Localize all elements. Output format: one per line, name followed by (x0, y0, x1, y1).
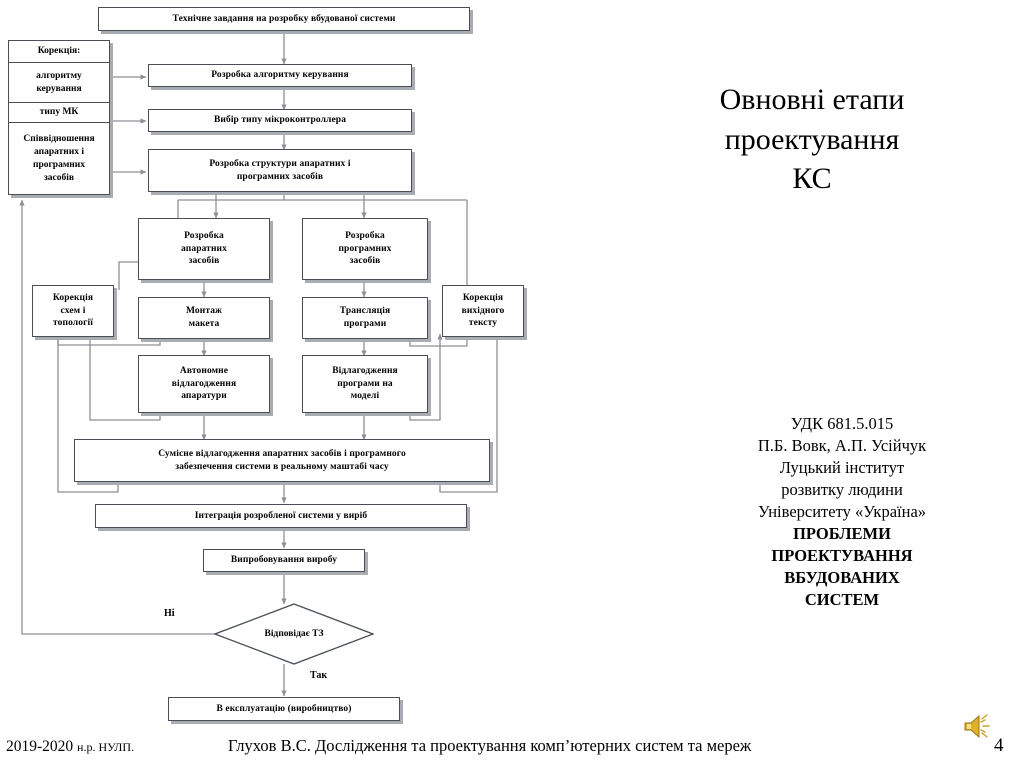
node-mcu-type-selection: Вибір типу мікроконтроллера (148, 109, 412, 132)
node-label: Корекція (462, 292, 504, 303)
node-correction-source-text: Корекція вихідного тексту (442, 285, 524, 337)
attribution-topic-3: ВБУДОВАНИХ (784, 567, 900, 587)
correction-item-line: керування (36, 83, 82, 94)
node-label: макета (188, 319, 220, 329)
slide-title-line-1: Овновні етапи (719, 83, 905, 116)
node-production-deployment: В експлуатацію (виробництво) (168, 697, 400, 721)
node-prototype-assembly: Монтаж макета (138, 297, 270, 339)
node-label: Трансляція (339, 306, 391, 317)
slide-title: Овновні етапи проектування КС (612, 80, 1012, 199)
node-correction-schematics-topology: Корекція схем і топології (32, 285, 114, 337)
node-hardware-development: Розробка апаратних засобів (138, 218, 270, 280)
node-label: Розробка (184, 230, 224, 241)
correction-stack-item-hw-sw-ratio: Співвідношення апаратних і програмних за… (9, 123, 109, 195)
node-label: Випробовування виробу (230, 555, 338, 566)
node-label: Розробка структури апаратних і (209, 158, 351, 169)
correction-item-line: засобів (43, 172, 75, 183)
correction-stack-header: Корекція: (9, 41, 109, 63)
node-label: забезпечення системи в реальному маштабі… (175, 461, 389, 472)
attribution-institute: Луцький інститут (779, 457, 905, 477)
node-label: топології (53, 318, 93, 329)
attribution-udk: УДК 681.5.015 (790, 414, 894, 433)
node-label: моделі (350, 391, 380, 402)
node-label: Монтаж (185, 306, 223, 317)
node-label: вихідного (461, 305, 505, 316)
attribution-university: Університету «Україна» (757, 501, 927, 521)
attribution-block: УДК 681.5.015 П.Б. Вовк, А.П. Усійчук Лу… (672, 413, 1012, 610)
attribution-topic-4: СИСТЕМ (804, 589, 880, 609)
node-label: відлагодження (171, 378, 237, 389)
edge-label-no: Ні (164, 608, 175, 619)
correction-stack: Корекція: алгоритму керування типу МК Сп… (8, 40, 110, 195)
correction-item-line: апаратних і (33, 147, 84, 158)
flowchart-diagram: Корекція: алгоритму керування типу МК Сп… (0, 0, 530, 740)
node-software-development: Розробка програмних засобів (302, 218, 428, 280)
page-number: 4 (994, 735, 1004, 756)
attribution-authors: П.Б. Вовк, А.П. Усійчук (757, 435, 927, 455)
correction-item-line: програмних (32, 160, 85, 170)
decision-label: Відповідає ТЗ (264, 629, 324, 639)
node-label: апаратури (181, 391, 227, 402)
node-hw-sw-structure-development: Розробка структури апаратних і програмни… (148, 149, 412, 192)
footer-course-title: Глухов В.С. Дослідження та проектування … (228, 736, 752, 755)
node-label: Вибір типу мікроконтроллера (213, 115, 347, 126)
node-standalone-hardware-debugging: Автономне відлагодження апаратури (138, 355, 270, 413)
node-label: Інтеграція розробленої системи у виріб (194, 510, 368, 521)
footer-left: 2019-2020 н.р. НУЛП. (6, 738, 134, 756)
footer-institution: н.р. НУЛП. (77, 740, 135, 754)
node-label: програми на (337, 378, 393, 389)
node-system-integration: Інтеграція розробленої системи у виріб (95, 504, 467, 528)
correction-stack-item-algorithm: алгоритму керування (9, 63, 109, 103)
node-label: Розробка алгоритму керування (211, 70, 349, 81)
node-label: Відлагодження (332, 365, 398, 376)
attribution-topic-2: ПРОЕКТУВАННЯ (771, 545, 913, 565)
footer-academic-year: 2019-2020 (6, 738, 74, 755)
node-label: апаратних (181, 243, 227, 254)
correction-item-line: алгоритму (36, 70, 82, 81)
node-technical-specification: Технічне завдання на розробку вбудованої… (98, 7, 470, 31)
correction-item-line: Співвідношення (23, 134, 95, 145)
node-control-algorithm-development: Розробка алгоритму керування (148, 64, 412, 87)
node-label: засобів (188, 256, 220, 267)
speaker-icon[interactable] (962, 712, 994, 742)
edge-label-yes: Так (310, 670, 328, 681)
attribution-topic-1: ПРОБЛЕМИ (793, 523, 891, 543)
correction-item-line: типу МК (39, 107, 79, 118)
node-label: Сумісне відлагодження апаратних засобів … (158, 448, 406, 459)
node-label: програмних засобів (236, 171, 324, 182)
slide-title-line-3: КС (792, 162, 832, 196)
node-label: В експлуатацію (виробництво) (216, 703, 352, 714)
attribution-institute-2: розвитку людини (781, 479, 903, 499)
node-label: програмних (338, 243, 392, 254)
diamond-shape (214, 603, 374, 665)
decision-meets-specification: Відповідає ТЗ (214, 603, 374, 665)
correction-stack-item-mcu-type: типу МК (9, 103, 109, 123)
node-label: Автономне (179, 365, 229, 376)
node-joint-realtime-debugging: Сумісне відлагодження апаратних засобів … (74, 439, 490, 482)
node-label: Корекція (52, 292, 94, 303)
node-program-translation: Трансляція програми (302, 297, 428, 339)
correction-stack-header-label: Корекція: (37, 46, 81, 57)
node-label: програми (343, 319, 387, 329)
node-label: засобів (349, 256, 381, 267)
node-label: тексту (468, 318, 498, 329)
slide-title-line-2: проектування (724, 122, 900, 156)
node-product-testing: Випробовування виробу (203, 549, 365, 572)
node-label: Розробка (345, 230, 385, 241)
node-label: схем і (60, 305, 86, 316)
node-program-model-debugging: Відлагодження програми на моделі (302, 355, 428, 413)
node-label: Технічне завдання на розробку вбудованої… (172, 13, 396, 24)
